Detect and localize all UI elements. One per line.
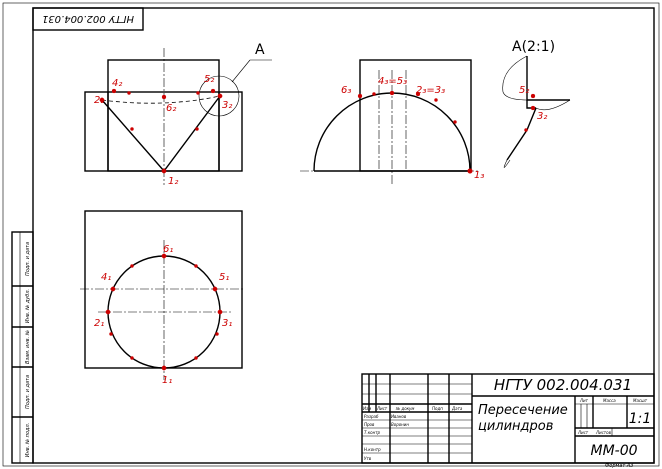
side-view: 1₃ 4₃=5₃ 2₃=3₃ 6₃ (300, 59, 484, 185)
front-point-2: 2₂ (94, 95, 104, 106)
tb-sheets: Листов (595, 430, 612, 435)
side-point-4-5: 4₃=5₃ (378, 76, 407, 87)
front-point-4: 4₂ (112, 78, 122, 89)
front-view: А 1₂ 2₂ 3₂ 4₂ 5₂ 6₂ (84, 42, 272, 187)
top-point-1: 1₁ (162, 375, 172, 386)
format-label: Формат А3 (605, 463, 633, 469)
tb-row-tcontrol: Т.контр (364, 430, 381, 435)
strip-label-2: Инв. № дубл. (25, 289, 31, 323)
tb-col-change: Изм (363, 406, 371, 411)
tb-col-date: Дата (451, 406, 463, 411)
side-point-6: 6₃ (341, 85, 351, 96)
tb-row-check: Пров (364, 422, 375, 427)
top-point-5: 5₁ (219, 272, 229, 283)
tb-group-code: ММ-00 (590, 443, 637, 459)
tb-title-line2: цилиндров (478, 419, 553, 434)
callout-a-label: А (255, 42, 265, 58)
title-block: Изм Лист № докум Подп Дата Разраб Иванов… (361, 373, 655, 464)
strip-label-3: Взам. инв. № (25, 330, 31, 364)
top-stamp-text: НГТУ 002.004.031 (42, 13, 134, 24)
top-stamp-box (32, 7, 144, 31)
side-point-2-3: 2₃=3₃ (416, 85, 445, 96)
side-point-1: 1₃ (474, 170, 484, 181)
tb-check-name: Воронин (391, 422, 409, 427)
top-point-4: 4₁ (101, 272, 111, 283)
tb-row-dev: Разраб (364, 414, 379, 419)
top-point-2: 2₁ (94, 318, 104, 329)
strip-label-1: Подп. и дата (25, 242, 31, 276)
tb-sheet: Лист (577, 430, 589, 435)
detail-point-5: 5₂ (519, 85, 529, 96)
top-point-6: 6₁ (163, 244, 173, 255)
side-strip: Подп. и дата Инв. № дубл. Взам. инв. № П… (11, 231, 34, 464)
tb-row-ncontrol: Н.контр (364, 447, 381, 452)
detail-point-3: 3₂ (537, 111, 547, 122)
strip-label-4: Подп. и дата (25, 375, 31, 409)
tb-col-lit: Лит (579, 398, 589, 403)
tb-title-line1: Пересечение (478, 403, 568, 418)
strip-label-5: Инв. № подл. (25, 423, 31, 458)
front-point-1: 1₂ (168, 176, 178, 187)
front-point-3: 3₂ (222, 100, 232, 111)
front-point-6: 6₂ (166, 103, 176, 114)
tb-row-approve: Утв (364, 456, 372, 461)
top-view: 6₁ 1₁ 4₁ 5₁ 2₁ 3₁ (80, 210, 245, 386)
tb-col-mass: Масса (603, 398, 616, 403)
tb-dev-name: Иванов (391, 414, 407, 419)
tb-col-sheet: Лист (376, 406, 388, 411)
tb-scale-value: 1:1 (629, 411, 652, 427)
tb-col-sign: Подп (432, 406, 443, 411)
inner-frame (32, 7, 655, 464)
tb-doc-number: НГТУ 002.004.031 (494, 376, 632, 394)
detail-label: А(2:1) (512, 39, 555, 55)
top-point-3: 3₁ (222, 318, 232, 329)
tb-col-scale: Масшт (633, 398, 648, 403)
tb-col-doc: № докум (395, 406, 414, 411)
detail-view: А(2:1) 5₂ 3₂ (502, 39, 571, 168)
front-point-5: 5₂ (204, 74, 214, 85)
